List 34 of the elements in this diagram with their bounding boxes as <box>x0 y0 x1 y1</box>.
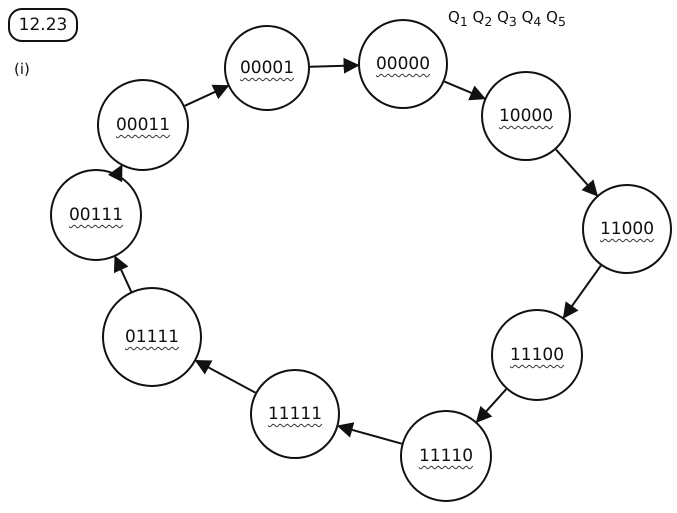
state-circle <box>358 19 448 109</box>
arrow <box>444 80 486 100</box>
state-code: 00111 <box>68 205 124 225</box>
arrow <box>108 164 123 182</box>
arrow <box>310 58 360 74</box>
state-code: 00000 <box>376 54 430 74</box>
state-circle <box>582 184 672 274</box>
state-code: 11110 <box>418 446 474 466</box>
state-circle <box>97 79 189 171</box>
arrow <box>476 388 507 424</box>
state-circle <box>400 410 492 502</box>
state-code: 11111 <box>268 404 322 424</box>
state-code: 11100 <box>510 345 564 365</box>
arrow <box>184 84 230 107</box>
state-circle <box>250 369 340 459</box>
state-code: 10000 <box>498 106 554 126</box>
state-code: 01111 <box>124 327 180 347</box>
rounded-box <box>8 8 78 42</box>
state-circle <box>102 287 202 387</box>
part-label: (i) <box>14 60 30 78</box>
arrow <box>114 255 132 292</box>
state-code: 00011 <box>116 115 170 135</box>
arrow <box>562 265 602 319</box>
arrow <box>336 422 402 445</box>
state-code: 00001 <box>240 58 294 78</box>
state-circle <box>491 309 583 401</box>
bit-order-label: Q$_{1}$ Q$_{2}$ Q$_{3}$ Q$_{4}$ Q$_{5}$ <box>448 8 566 29</box>
state-code: 11000 <box>600 219 654 239</box>
arrow <box>194 360 256 394</box>
state-circle <box>224 25 310 111</box>
problem-number: 12.23 <box>18 15 68 35</box>
state-circle <box>50 169 142 261</box>
arrow <box>555 148 598 197</box>
state-circle <box>481 71 571 161</box>
